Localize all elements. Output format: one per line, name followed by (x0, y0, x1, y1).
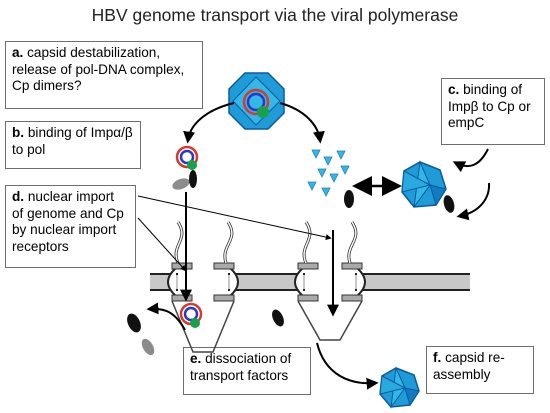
step-b-letter: b. (12, 125, 25, 140)
released-importin-beta (127, 313, 141, 333)
intact-capsid-top (228, 72, 285, 130)
released-importin-right (272, 309, 284, 327)
step-a-letter: a. (12, 45, 24, 60)
step-d-letter: d. (12, 189, 25, 204)
step-c-text: binding of Impβ to Cp or empC (448, 82, 531, 130)
pore-capsid (179, 302, 203, 328)
step-e-text: dissociation of transport factors (190, 351, 292, 383)
step-d-text: nuclear import of genome and Cp by nucle… (12, 189, 124, 254)
step-f-letter: f. (433, 350, 442, 365)
pol-dna-complex (172, 145, 199, 190)
arrows (137, 102, 491, 390)
step-c-letter: c. (448, 82, 460, 97)
step-d-box: d. nuclear import of genome and Cp by nu… (5, 185, 136, 268)
step-f-text: capsid re-assembly (433, 350, 505, 382)
nuclear-pore-left (167, 221, 239, 353)
reassembled-capsid (379, 366, 420, 409)
step-c-box: c. binding of Impβ to Cp or empC (441, 78, 545, 145)
importin-beta-cp (344, 190, 354, 208)
step-e-box: e. dissociation of transport factors (183, 347, 311, 395)
empty-capsid-right (401, 160, 455, 213)
step-b-text: binding of Impα/β to pol (12, 125, 133, 157)
step-e-letter: e. (190, 351, 202, 366)
step-f-box: f. capsid re-assembly (426, 346, 534, 394)
released-importin-alpha (141, 338, 155, 356)
step-a-box: a. capsid destabilization, release of po… (5, 41, 203, 109)
diagram-title: HBV genome transport via the viral polym… (91, 5, 459, 25)
cp-dimers (307, 149, 350, 197)
step-b-box: b. binding of Impα/β to pol (5, 121, 141, 169)
step-a-text: capsid destabilization, release of pol-D… (12, 45, 185, 93)
nuclear-pore-right (294, 221, 366, 341)
